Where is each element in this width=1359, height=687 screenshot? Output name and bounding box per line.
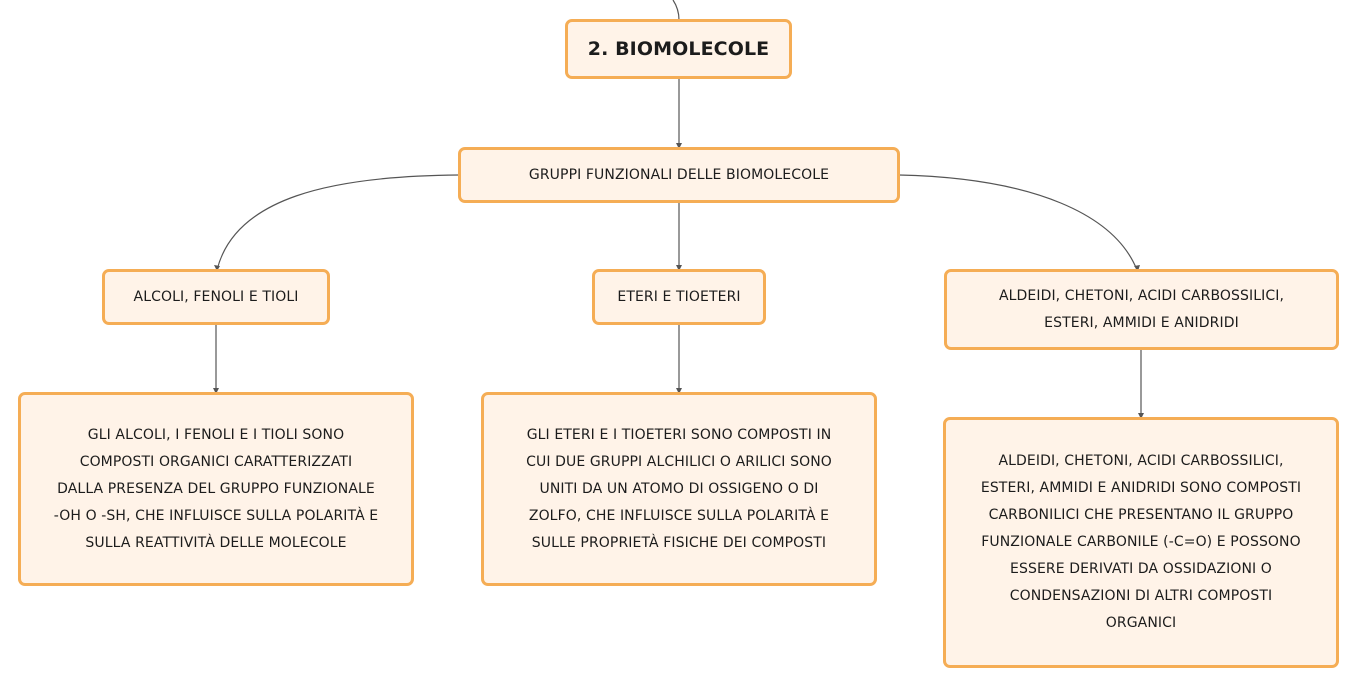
branch-node-label: ETERI E TIOETERI [617, 288, 741, 305]
root-node-label: 2. BIOMOLECOLE [587, 37, 770, 60]
arrowhead-topic [676, 143, 682, 149]
arrowhead-branch-1 [214, 265, 220, 271]
description-node-aldeidi[interactable]: ALDEIDI, CHETONI, ACIDI CARBOSSILICI, ES… [943, 417, 1339, 668]
description-text: GLI ALCOLI, I FENOLI E I TIOLI SONO COMP… [53, 426, 379, 551]
connector-parent-to-root [672, 0, 680, 21]
arrowhead-desc-3 [1138, 413, 1144, 419]
branch-node-label: ALDEIDI, CHETONI, ACIDI CARBOSSILICI, ES… [998, 287, 1285, 331]
branch-node-aldeidi[interactable]: ALDEIDI, CHETONI, ACIDI CARBOSSILICI, ES… [944, 269, 1339, 350]
branch-node-alcoli[interactable]: ALCOLI, FENOLI E TIOLI [102, 269, 330, 325]
description-node-eteri[interactable]: GLI ETERI E I TIOETERI SONO COMPOSTI IN … [481, 392, 877, 586]
arrowhead-desc-1 [213, 388, 219, 394]
connector-topic-to-branch-3 [898, 174, 1138, 271]
branch-node-label: ALCOLI, FENOLI E TIOLI [133, 288, 299, 305]
arrowhead-desc-2 [676, 388, 682, 394]
connector-topic-to-branch-1 [216, 174, 460, 271]
arrowhead-branch-2 [676, 265, 682, 271]
root-node[interactable]: 2. BIOMOLECOLE [565, 19, 792, 79]
topic-node[interactable]: GRUPPI FUNZIONALI DELLE BIOMOLECOLE [458, 147, 900, 203]
topic-node-label: GRUPPI FUNZIONALI DELLE BIOMOLECOLE [528, 166, 830, 183]
description-node-alcoli[interactable]: GLI ALCOLI, I FENOLI E I TIOLI SONO COMP… [18, 392, 414, 586]
branch-node-eteri[interactable]: ETERI E TIOETERI [592, 269, 766, 325]
description-text: GLI ETERI E I TIOETERI SONO COMPOSTI IN … [526, 426, 832, 551]
description-text: ALDEIDI, CHETONI, ACIDI CARBOSSILICI, ES… [980, 453, 1302, 631]
